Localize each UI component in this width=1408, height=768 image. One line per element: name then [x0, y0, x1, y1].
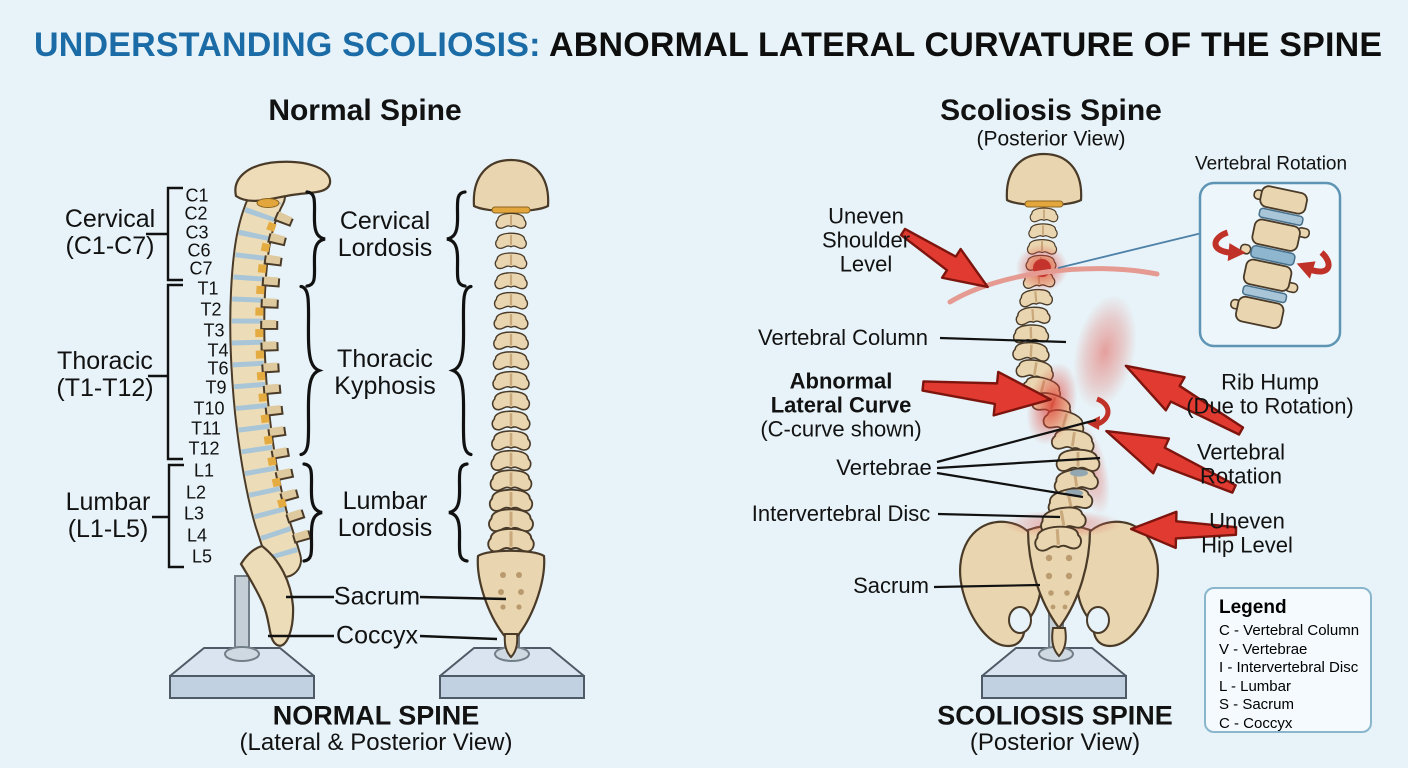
shoulder-level-line [947, 266, 1160, 305]
leader-lines-left [268, 595, 507, 641]
vertebra-label-t1: T1 [197, 278, 219, 299]
leader-lines-right [933, 336, 1101, 589]
title-highlight: UNDERSTANDING SCOLIOSIS: [34, 26, 541, 64]
posterior-spine [472, 158, 550, 659]
sacrum-right-label: Sacrum [853, 573, 929, 599]
vertebra-label-c7: C7 [189, 258, 213, 279]
vertebra-label-t4: T4 [207, 340, 229, 361]
legend-title: Legend [1219, 597, 1287, 618]
scoliosis-caption: SCOLIOSIS SPINE [937, 700, 1173, 731]
scoliosis-spine-subheading: (Posterior View) [976, 127, 1126, 151]
rib-hump-label: Rib Hump (Due to Rotation) [1186, 369, 1354, 418]
vertebra-label-c2: C2 [184, 203, 208, 224]
lateral-spine [229, 160, 332, 647]
skull-base-lateral [234, 160, 332, 202]
curve-label-thoracic-kyphosis: Thoracic Kyphosis [334, 345, 436, 400]
rotation-arrow-left-icon [1212, 229, 1232, 256]
uneven-hip-label: Uneven Hip Level [1201, 508, 1293, 557]
vertebral-rotation-inset [1057, 181, 1342, 348]
sacrum-lateral [239, 544, 295, 647]
coccyx-label: Coccyx [336, 621, 418, 650]
rib-hump-glow [1073, 294, 1137, 410]
normal-caption-sub: (Lateral & Posterior View) [239, 729, 513, 757]
vertebra-label-t6: T6 [207, 358, 229, 379]
curve-label-cervical-lordosis: Cervical Lordosis [337, 207, 433, 262]
scoliosis-caption-sub: (Posterior View) [969, 729, 1141, 757]
sacrum-posterior [476, 549, 546, 641]
vertebra-label-t9: T9 [205, 377, 227, 398]
vertebra-label-l4: L4 [186, 525, 208, 546]
apex-rotation-arrow-icon [1095, 396, 1111, 427]
sacrum-label: Sacrum [333, 582, 421, 611]
coccyx-posterior [503, 633, 519, 659]
skull-base-scoliosis [1005, 152, 1083, 207]
legend-item: I - Intervertebral Disc [1219, 659, 1359, 676]
legend-item: S - Sacrum [1219, 696, 1295, 713]
legend-item: C - Vertebral Column [1219, 622, 1360, 639]
legend-item: C - Coccyx [1219, 714, 1293, 732]
uneven-shoulder-label: Uneven Shoulder Level [821, 203, 911, 276]
intervertebral-disc-label: Intervertebral Disc [751, 501, 931, 527]
group-brackets [146, 186, 184, 569]
normal-caption: NORMAL SPINE [272, 700, 480, 731]
region-label-cervical: Cervical (C1-C7) [64, 205, 156, 260]
vertebra-label-t12: T12 [188, 438, 220, 459]
scoliosis-spine-heading: Scoliosis Spine [940, 93, 1162, 127]
page-title: UNDERSTANDING SCOLIOSIS: ABNORMAL LATERA… [34, 26, 1382, 65]
scoliosis-spine-illustration [892, 152, 1342, 699]
legend-item: V - Vertebrae [1219, 640, 1308, 658]
vertebra-label-c1: C1 [185, 185, 209, 206]
curve-apex-glow [1026, 362, 1078, 446]
vertebra-label-c6: C6 [187, 240, 211, 261]
vertebra-label-l1: L1 [193, 460, 215, 481]
vertebral-column-label: Vertebral Column [758, 325, 928, 351]
normal-spine-heading: Normal Spine [268, 93, 462, 127]
vertebra-label-c3: C3 [185, 222, 209, 243]
vertebra-label-t3: T3 [203, 320, 225, 341]
vertebra-label-t2: T2 [200, 299, 222, 320]
curve-label-lumbar-lordosis: Lumbar Lordosis [337, 487, 433, 542]
region-label-lumbar: Lumbar (L1-L5) [65, 488, 151, 543]
abnormal-lateral-curve-label: Abnormal Lateral Curve (C-curve shown) [760, 368, 922, 441]
legend-item: L - Lumbar [1219, 677, 1291, 695]
vertebral-rotation-label: Vertebral Rotation [1196, 439, 1286, 488]
skull-base-posterior [472, 158, 550, 213]
vertebra-label-l5: L5 [191, 546, 213, 567]
vertebra-label-t10: T10 [193, 398, 225, 419]
legend-box: Legend C - Vertebral Column V - Vertebra… [1204, 587, 1372, 733]
region-label-thoracic: Thoracic (T1-T12) [56, 347, 154, 402]
vertebra-label-l3: L3 [183, 503, 205, 524]
vertebra-label-l2: L2 [185, 482, 207, 503]
inset-title: Vertebral Rotation [1194, 153, 1348, 175]
vertebra-label-t11: T11 [191, 418, 221, 439]
rotation-arrow-right-icon [1308, 250, 1332, 275]
vertebrae-label: Vertebrae [836, 455, 932, 481]
normal-spine-illustration [146, 158, 585, 699]
inset-connector-line [1057, 232, 1203, 269]
title-rest: ABNORMAL LATERAL CURVATURE OF THE SPINE [540, 26, 1383, 64]
